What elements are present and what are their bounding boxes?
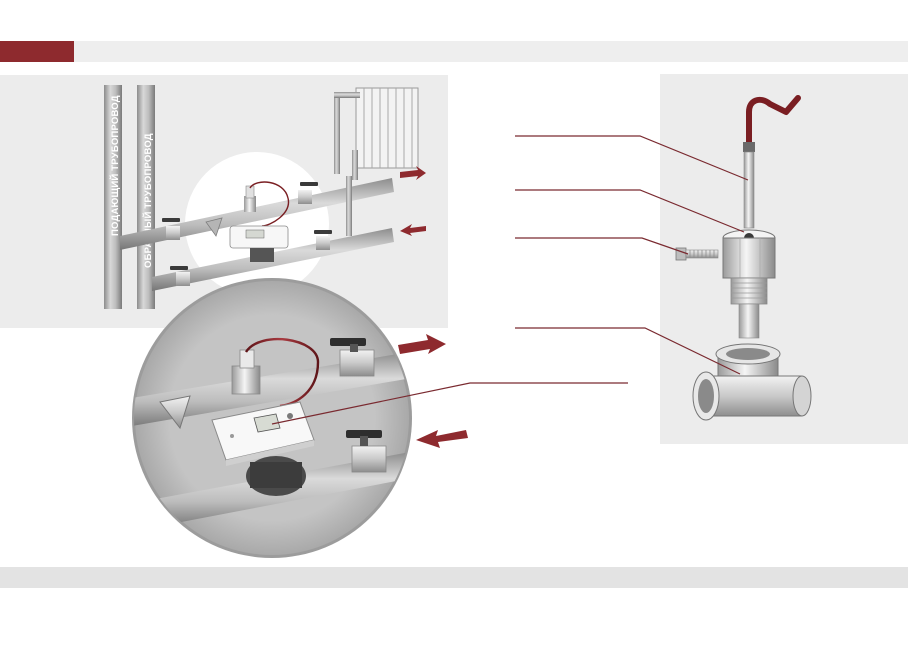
leader-line-screw [515, 237, 689, 255]
sensor-cable [249, 181, 290, 227]
supply-branch-pipe [120, 178, 394, 250]
sensor-adapter-icon [722, 229, 776, 339]
sensor-assembly [675, 95, 812, 421]
return-riser-pipe [137, 85, 155, 309]
radiator-icon [334, 87, 419, 180]
magnified-view [132, 278, 468, 558]
header-accent [0, 41, 74, 62]
leader-line-probe [515, 135, 749, 181]
callout-leader-lines [271, 135, 749, 425]
flow-in-arrow-icon [400, 224, 426, 236]
footer-band [0, 567, 908, 588]
installation-scheme: ПОДАЮЩИЙ ТРУБОПРОВОД ОБРАТНЫЙ ТРУБОПРОВО… [104, 85, 426, 309]
leader-line-adapter [515, 189, 745, 233]
flow-out-arrow-icon [398, 334, 446, 354]
heat-meter-calculator-icon [211, 401, 315, 466]
return-pipe-label: ОБРАТНЫЙ ТРУБОПРОВОД [142, 133, 154, 268]
ball-valve-icon [162, 218, 180, 240]
leader-line-tee [515, 327, 741, 375]
flow-out-arrow-icon [400, 166, 426, 180]
header-band [0, 41, 908, 62]
ball-valve-icon [298, 182, 318, 204]
heat-meter-icon [229, 225, 289, 262]
locking-screw-icon [675, 247, 719, 261]
sensor-cable [244, 338, 320, 408]
ball-valve-icon [314, 230, 332, 250]
supply-riser-pipe [104, 85, 122, 309]
flow-in-arrow-icon [416, 430, 468, 448]
leader-line-calculator [271, 382, 628, 425]
temperature-probe-icon [743, 95, 801, 229]
ball-valve-icon [170, 266, 190, 286]
tee-fitting-icon [692, 343, 812, 421]
supply-pipe-label: ПОДАЮЩИЙ ТРУБОПРОВОД [109, 95, 121, 236]
